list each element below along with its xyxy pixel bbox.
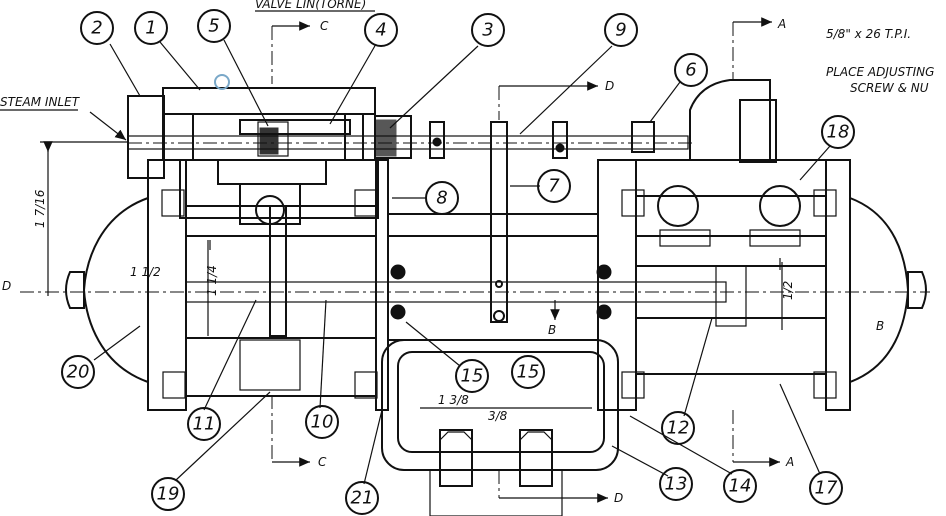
balloon-17: 17 [809,471,843,505]
svg-text:18: 18 [827,122,850,143]
balloon-4: 4 [364,13,398,47]
balloon-7: 7 [537,169,571,203]
svg-text:15: 15 [461,366,484,387]
thread-spec: 5/8" x 26 T.P.I. [826,27,911,41]
section-a-bottom: A [785,455,794,469]
adjust-note-line2: SCREW & NU [850,81,929,95]
svg-text:5: 5 [208,16,219,37]
dimensions [40,111,781,409]
balloon-15a: 15 [455,359,489,393]
svg-text:2: 2 [91,18,102,39]
svg-text:20: 20 [67,362,90,383]
rod-eye-connectors [429,121,655,159]
balloon-6: 6 [674,53,708,87]
svg-text:9: 9 [615,20,626,41]
section-d-bottom: D [614,491,623,505]
left-edge-label: D [2,279,11,293]
balloon-3: 3 [471,13,505,47]
cursor-indicator [214,74,230,90]
crosshead-section [381,121,619,516]
balloon-12: 12 [661,411,695,445]
balloon-9: 9 [604,13,638,47]
right-cylinder [597,79,927,411]
valve-chest [127,87,412,225]
svg-text:10: 10 [311,412,334,433]
top-note: VALVE LIN(TORNE) [255,0,366,11]
section-b-right: B [876,319,884,333]
section-b-mid: B [548,323,556,337]
balloon-11: 11 [187,407,221,441]
balloon-2: 2 [80,11,114,45]
svg-text:3: 3 [482,20,493,41]
section-a-top: A [777,17,786,31]
dim-left: 1 7/16 [33,189,47,228]
svg-text:15: 15 [517,362,540,383]
svg-text:11: 11 [193,414,216,435]
section-lines [271,17,780,503]
balloon-19: 19 [151,477,185,511]
part-balloons: 2 1 5 4 3 9 6 18 8 7 20 11 10 15 15 12 1… [61,9,855,515]
svg-text:1: 1 [145,18,156,39]
svg-text:7: 7 [548,176,560,197]
dim-bottom2: 3/8 [488,409,508,423]
svg-text:4: 4 [375,20,386,41]
left-cylinder [65,159,389,411]
balloon-18: 18 [821,115,855,149]
svg-text:6: 6 [685,60,696,81]
dim-bottom: 1 3/8 [438,393,469,407]
svg-text:17: 17 [815,478,838,499]
balloon-15b: 15 [511,355,545,389]
svg-text:8: 8 [436,188,447,209]
dim-rod: 1/2 [781,281,795,300]
section-c-bottom: C [318,455,327,469]
svg-text:19: 19 [157,484,180,505]
balloon-13: 13 [659,467,693,501]
svg-text:12: 12 [667,418,690,439]
adjust-note-line1: PLACE ADJUSTING [826,65,934,79]
steam-inlet-label: STEAM INLET [0,95,81,109]
svg-text:21: 21 [351,488,374,509]
section-c-top: C [320,19,329,33]
balloon-8: 8 [425,181,459,215]
balloon-20: 20 [61,355,95,389]
angle-mark: 1 1/2 [130,265,161,279]
balloon-5: 5 [197,9,231,43]
section-d-top: D [605,79,614,93]
balloon-10: 10 [305,405,339,439]
balloon-21: 21 [345,481,379,515]
dim-bore: 1 1/4 [205,265,219,296]
balloon-14: 14 [723,469,757,503]
balloon-1: 1 [134,11,168,45]
svg-text:14: 14 [729,476,752,497]
svg-text:13: 13 [665,474,688,495]
